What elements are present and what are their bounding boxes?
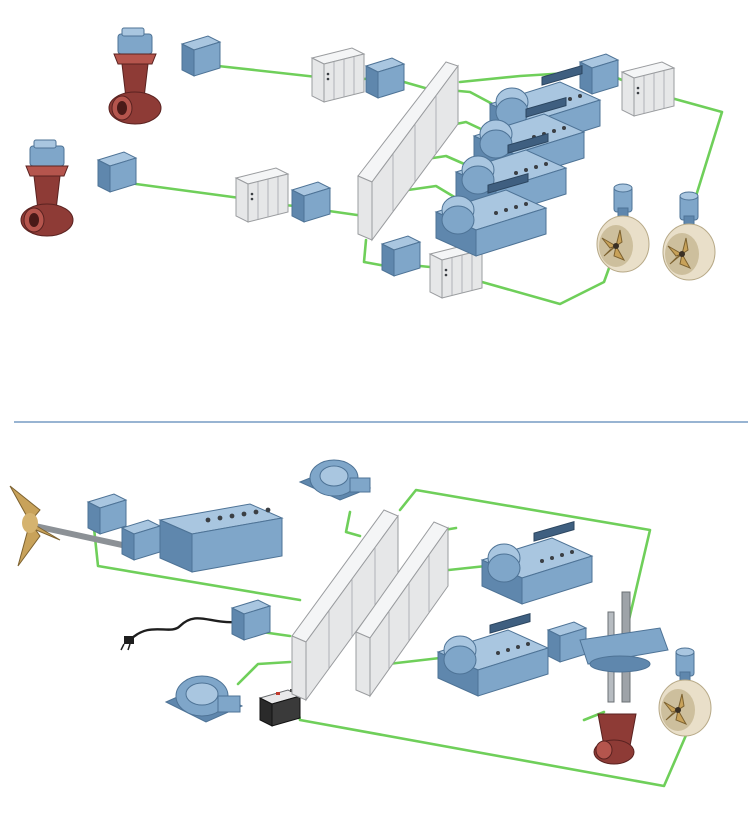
frequency-converter-2 bbox=[236, 168, 288, 222]
winch-top bbox=[300, 460, 370, 500]
generator-set-bottom-2 bbox=[438, 614, 548, 696]
azimuth-thruster-bottom bbox=[21, 140, 73, 236]
top-panel bbox=[21, 28, 722, 304]
winch-bottom bbox=[166, 676, 242, 722]
frequency-converter-3 bbox=[622, 62, 674, 116]
thruster-motor-bottom bbox=[98, 152, 136, 192]
tunnel-thruster-bottom bbox=[659, 648, 711, 736]
tunnel-thruster-2 bbox=[663, 192, 715, 280]
shore-transformer bbox=[232, 600, 270, 640]
gearbox bbox=[122, 520, 160, 560]
thruster-motor-top bbox=[182, 36, 220, 76]
bottom-panel bbox=[10, 460, 711, 786]
transformer-1 bbox=[366, 58, 404, 98]
generator-set-bottom-1 bbox=[482, 522, 592, 604]
transformer-3 bbox=[580, 54, 618, 94]
azimuth-thruster-top bbox=[109, 28, 161, 124]
shore-connection-cable bbox=[121, 618, 236, 650]
transformer-2 bbox=[292, 182, 330, 222]
retractable-azimuth-thruster bbox=[548, 592, 668, 764]
transformer-4 bbox=[382, 236, 420, 276]
frequency-converter-1 bbox=[312, 48, 364, 102]
main-engine bbox=[160, 504, 282, 572]
tunnel-thruster-1 bbox=[597, 184, 649, 272]
shaft-motor bbox=[88, 494, 126, 534]
